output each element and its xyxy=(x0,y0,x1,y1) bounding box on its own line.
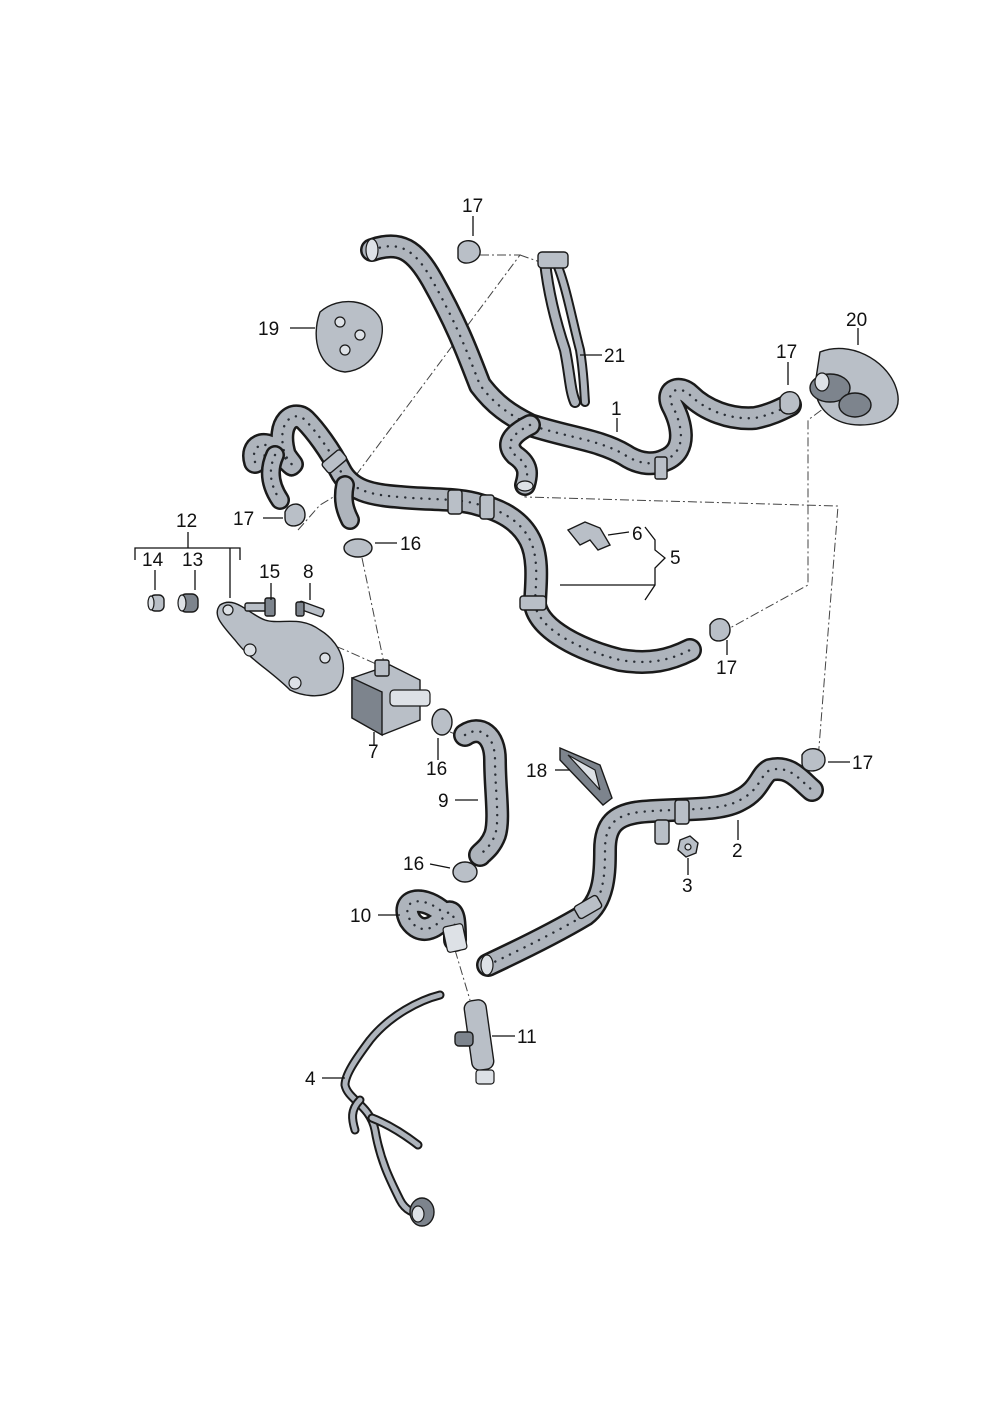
callout-9: 9 xyxy=(438,791,449,812)
pipe-21[interactable] xyxy=(537,251,590,408)
pump-7[interactable] xyxy=(351,659,431,737)
callout-10: 10 xyxy=(350,906,371,927)
hose-9[interactable] xyxy=(453,719,510,867)
callout-5: 5 xyxy=(670,548,681,569)
grommet-20[interactable] xyxy=(809,347,899,426)
callout-17: 17 xyxy=(852,753,873,774)
callout-16: 16 xyxy=(403,854,424,875)
callout-1: 1 xyxy=(611,399,622,420)
callout-14: 14 xyxy=(142,550,164,571)
bracket-12[interactable] xyxy=(216,601,345,697)
callout-17: 17 xyxy=(776,342,797,363)
clamp-17-right-upper[interactable] xyxy=(779,391,801,415)
pipe-4[interactable] xyxy=(340,990,445,1227)
clamp-16-upper[interactable] xyxy=(343,538,373,558)
hose-5[interactable] xyxy=(242,404,702,674)
callout-2: 2 xyxy=(732,841,743,862)
callout-6: 6 xyxy=(632,524,643,545)
leader-lines xyxy=(134,216,859,1079)
nut-3[interactable] xyxy=(677,835,699,858)
callout-7: 7 xyxy=(368,742,379,763)
screw-14[interactable] xyxy=(147,594,165,612)
connector-11[interactable] xyxy=(454,999,495,1085)
callout-16: 16 xyxy=(426,759,447,780)
callout-3: 3 xyxy=(682,876,693,897)
bolt-15[interactable] xyxy=(244,597,276,617)
bushing-13[interactable] xyxy=(177,593,199,613)
clamp-17-left[interactable] xyxy=(284,503,306,527)
clamp-17-right-middle[interactable] xyxy=(709,618,731,642)
callout-17: 17 xyxy=(462,196,483,217)
hose-10[interactable] xyxy=(395,889,468,953)
callout-8: 8 xyxy=(303,562,314,583)
clip-6[interactable] xyxy=(566,521,612,551)
callout-20: 20 xyxy=(846,310,867,331)
callout-13: 13 xyxy=(182,550,203,571)
callout-12: 12 xyxy=(176,511,197,532)
callout-18: 18 xyxy=(526,761,547,782)
bracket-18[interactable] xyxy=(559,746,613,806)
callout-19: 19 xyxy=(258,319,279,340)
callout-21: 21 xyxy=(604,346,625,367)
hose-2[interactable] xyxy=(476,757,824,977)
clamp-17-top[interactable] xyxy=(457,240,481,264)
clamp-17-right-lower[interactable] xyxy=(801,748,826,772)
callout-15: 15 xyxy=(259,562,280,583)
callout-16: 16 xyxy=(400,534,421,555)
clamp-16-lower[interactable] xyxy=(452,861,478,883)
callouts: 17 19 21 20 17 1 17 16 6 5 17 12 14 13 1… xyxy=(142,196,873,1090)
callout-17: 17 xyxy=(716,658,737,679)
grommet-19[interactable] xyxy=(315,300,384,373)
hose-1[interactable] xyxy=(360,234,802,496)
bolt-8[interactable] xyxy=(295,600,325,618)
clamp-16-middle[interactable] xyxy=(431,708,453,736)
clamps xyxy=(284,240,826,883)
callout-4: 4 xyxy=(305,1069,316,1090)
callout-17: 17 xyxy=(233,509,254,530)
callout-11: 11 xyxy=(517,1027,537,1048)
